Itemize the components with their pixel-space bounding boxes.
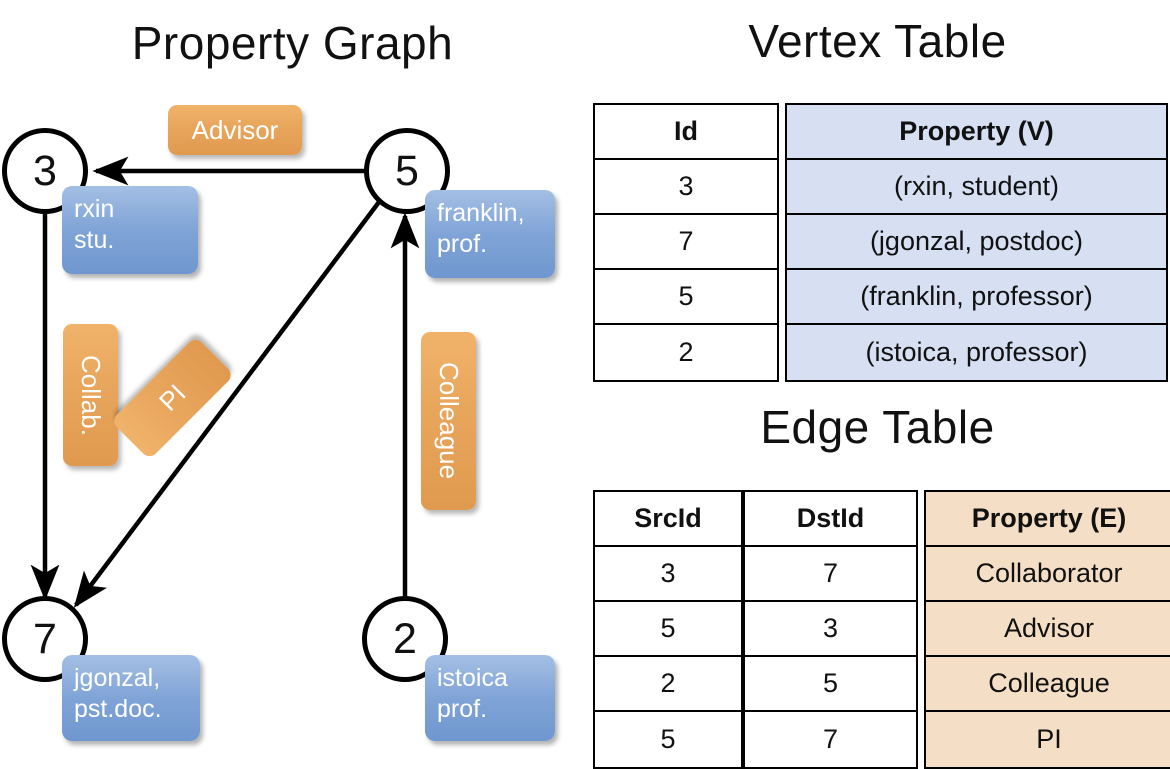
table-row: (jgonzal, postdoc) [787,215,1166,270]
table-row: Colleague [926,657,1170,712]
edge-line-pi [73,200,381,608]
table-row: 7 [595,215,777,270]
node-property-box-7: jgonzal, pst.doc. [62,655,200,741]
node-property-box-2: istoica prof. [425,655,555,741]
edge-table-column-srcid: SrcId 3 5 2 5 [593,490,743,769]
graph-node-2[interactable]: 2 [362,596,448,682]
node-property-box-3: rxin stu. [62,186,198,274]
graph-edges-svg [30,156,420,608]
edge-table-column-dstid: DstId 7 3 5 7 [743,490,918,769]
page-title-edge-table: Edge Table [760,401,995,453]
page-title-vertex-table: Vertex Table [748,15,1007,67]
table-row: 7 [745,712,916,767]
table-row: PI [926,712,1170,767]
node-property-7-line2: pst.doc. [74,694,162,723]
node-property-2-line2: prof. [437,694,488,723]
graph-node-5[interactable]: 5 [364,128,450,214]
graph-node-2-label: 2 [393,614,417,663]
edge-table-header-srcid: SrcId [595,492,741,547]
node-property-box-5: franklin, prof. [425,190,555,278]
edge-label-advisor-text: Advisor [191,114,279,145]
table-row: 2 [595,325,777,380]
vertex-table-column-property: Property (V) (rxin, student) (jgonzal, p… [785,103,1168,382]
edge-label-colleague: Colleague [421,332,476,510]
page-title-property-graph: Property Graph [131,17,454,69]
table-row: Advisor [926,602,1170,657]
vertex-table-column-id: Id 3 7 5 2 [593,103,779,382]
table-row: 5 [745,657,916,712]
vertex-table-header-property: Property (V) [787,105,1166,160]
edge-table-header-property: Property (E) [926,492,1170,547]
table-row: (istoica, professor) [787,325,1166,380]
node-property-3-line1: rxin [74,195,115,223]
vertex-table: Id 3 7 5 2 Property (V) (rxin, student) … [593,103,1168,382]
table-row: (franklin, professor) [787,270,1166,325]
edge-table-header-dstid: DstId [745,492,916,547]
edge-label-collab: Collab. [63,324,118,466]
property-graph-diagram: 3 5 7 2 rxin stu. franklin, prof. jgonza… [0,0,585,760]
edge-table: SrcId 3 5 2 5 DstId 7 3 5 7 Property (E)… [593,490,1170,769]
table-row: 3 [745,602,916,657]
edge-table-column-property: Property (E) Collaborator Advisor Collea… [924,490,1170,769]
table-row: 2 [595,657,741,712]
table-row: (rxin, student) [787,160,1166,215]
vertex-table-header-id: Id [595,105,777,160]
table-row: 5 [595,712,741,767]
table-row: 3 [595,547,741,602]
graph-node-7-label: 7 [33,614,57,663]
edge-label-advisor: Advisor [168,105,302,155]
node-property-5-line1: franklin, [437,199,525,227]
graph-node-3-label: 3 [33,146,57,195]
table-row: 5 [595,602,741,657]
node-property-5-line2: prof. [437,229,488,258]
edge-label-colleague-text: Colleague [434,362,464,480]
node-property-2-line1: istoica [437,664,508,692]
graph-node-5-label: 5 [395,146,419,195]
table-row: 5 [595,270,777,325]
table-row: 7 [745,547,916,602]
node-property-7-line1: jgonzal, [74,664,161,692]
node-property-3-line2: stu. [74,225,115,254]
edge-label-pi-text: PI [152,378,192,417]
table-row: 3 [595,160,777,215]
table-row: Collaborator [926,547,1170,602]
edge-label-collab-text: Collab. [76,354,106,436]
